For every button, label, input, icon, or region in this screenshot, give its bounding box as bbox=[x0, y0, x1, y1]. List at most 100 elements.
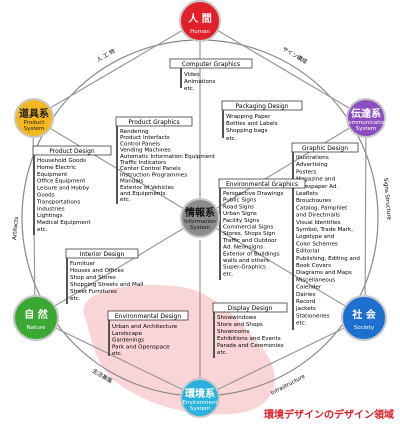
node-sublabel: System bbox=[356, 126, 377, 132]
list-item: and Directmails bbox=[296, 213, 340, 219]
ring-label-human-comm: サイン構成 bbox=[281, 45, 309, 66]
box-graphic-design: Graphic Design IllustrationsAdvertisingP… bbox=[291, 142, 360, 330]
list-item: Stores, Shops Sign bbox=[223, 231, 276, 237]
box-title: Graphic Design bbox=[302, 145, 348, 152]
list-item: etc. bbox=[296, 321, 307, 327]
list-item: Brouchoures bbox=[296, 198, 331, 204]
list-item: Visual Identities bbox=[296, 220, 341, 226]
box-title: Display Design bbox=[228, 305, 273, 312]
list-item: Household Goods bbox=[37, 158, 86, 164]
list-item: Home Electric bbox=[37, 165, 76, 171]
list-item: Rendering bbox=[120, 129, 149, 135]
node-label: 自 然 bbox=[24, 308, 47, 321]
list-item: Animations bbox=[184, 79, 216, 85]
box-title: Product Design bbox=[49, 148, 95, 155]
list-item: Commercial Signs bbox=[223, 225, 273, 231]
list-item: Showwindows bbox=[217, 315, 256, 321]
node-sublabel: Human bbox=[190, 29, 210, 35]
list-item: Newspaper Ad. bbox=[296, 184, 338, 190]
list-item: Industries bbox=[37, 206, 65, 212]
list-item: Dairies bbox=[296, 292, 316, 298]
list-item: Shop and Stores bbox=[70, 275, 116, 281]
node-sublabel: Communication bbox=[344, 120, 388, 126]
node-information-system: 情報系 Information System bbox=[180, 198, 220, 238]
list-item: etc. bbox=[217, 350, 228, 356]
list-item: and Equipments bbox=[120, 191, 166, 197]
node-label: 伝達系 bbox=[351, 107, 381, 120]
node-environment-system: 環境系 Environment System bbox=[180, 378, 220, 418]
list-item: etc. bbox=[226, 136, 237, 142]
list-item: Shopping Streets and Mall bbox=[70, 282, 144, 288]
list-item: Furnituer bbox=[70, 261, 96, 267]
list-item: Office Equipment bbox=[37, 179, 86, 185]
box-title: Packaging Design bbox=[235, 103, 288, 110]
ring-label-human-product: 人 工 物 bbox=[95, 47, 117, 64]
node-sublabel: Information bbox=[184, 219, 216, 225]
list-item: etc. bbox=[37, 227, 48, 233]
list-item: Medical Equipment bbox=[37, 220, 91, 226]
node-label: 人 間 bbox=[188, 12, 211, 25]
node-human: 人 間 Human bbox=[179, 0, 221, 42]
list-item: Gardenings bbox=[112, 338, 144, 344]
node-sublabel: Product bbox=[24, 120, 46, 126]
node-sublabel: Nature bbox=[27, 325, 46, 331]
list-item: Landscape bbox=[112, 331, 143, 337]
ring-label-env-society: Infrastructure bbox=[270, 374, 307, 397]
box-computer-graphics: Computer Graphics Video Animations etc. bbox=[169, 58, 253, 92]
list-item: Illustrations bbox=[296, 155, 329, 161]
list-item: Equipment bbox=[37, 172, 68, 178]
list-item: Exterior of Vehicles bbox=[120, 185, 174, 191]
list-item: Jackets bbox=[295, 306, 316, 312]
list-item: Super-Graphics bbox=[223, 265, 266, 271]
list-item: Record bbox=[296, 299, 316, 305]
node-sublabel: Environment bbox=[182, 400, 218, 406]
list-item: Public Signs bbox=[223, 198, 257, 204]
box-title: Interior Design bbox=[80, 251, 125, 258]
node-label: 情報系 bbox=[185, 206, 215, 219]
list-item: Vending Machines bbox=[120, 148, 171, 154]
box-environmental-design: Environmental Design Urban and Architect… bbox=[107, 310, 189, 357]
list-item: etc. bbox=[184, 86, 195, 92]
list-item: Exhibitions and Events bbox=[217, 336, 281, 342]
list-item: Traffic and Outdoor bbox=[222, 238, 277, 244]
list-item: Magazine and bbox=[296, 177, 335, 183]
list-item: Urban Signs bbox=[223, 211, 257, 217]
footer-caption: 環境デザインのデザイン領域 bbox=[264, 408, 394, 421]
node-label: 社 会 bbox=[351, 308, 375, 321]
box-title: Product Graphics bbox=[128, 119, 179, 126]
list-item: Exterior of Buildings bbox=[223, 251, 280, 257]
node-label: 環境系 bbox=[185, 387, 215, 400]
list-item: Video bbox=[184, 72, 200, 78]
list-item: Stationeries bbox=[296, 313, 330, 319]
node-nature: 自 然 Nature bbox=[13, 295, 59, 341]
box-title: Environmental Design bbox=[115, 313, 181, 320]
ring-label-product-nature: Artifacts bbox=[12, 217, 20, 241]
list-item: Bottles and Labels bbox=[226, 121, 278, 127]
node-sublabel: System bbox=[190, 406, 211, 412]
list-item: Traffic Indicators bbox=[119, 160, 166, 166]
node-society: 社 会 Society bbox=[341, 295, 387, 341]
list-item: Product Interfacts bbox=[120, 135, 170, 141]
list-item: Publishing, Editing and bbox=[296, 256, 360, 262]
list-item: Color Schemes bbox=[296, 241, 338, 247]
list-item: Showrooms bbox=[217, 329, 250, 335]
node-sublabel: System bbox=[190, 225, 211, 231]
list-item: Catalog, Pamphlet bbox=[296, 205, 348, 211]
list-item: walls and others bbox=[223, 258, 269, 264]
list-item: Wrapping Paper bbox=[226, 114, 271, 120]
list-item: Ad. Neonsigns bbox=[223, 245, 263, 251]
node-sublabel: Society bbox=[354, 325, 375, 331]
list-item: Advertising bbox=[296, 162, 328, 168]
list-item: etc. bbox=[70, 296, 81, 302]
list-item: etc. bbox=[112, 351, 123, 357]
box-title: Environmental Graphics bbox=[226, 181, 298, 188]
list-item: etc. bbox=[120, 197, 131, 203]
list-item: Transportations bbox=[36, 199, 80, 205]
list-item: Automatic Information Equipment bbox=[120, 154, 216, 160]
list-item: Instruction Programmes bbox=[120, 172, 187, 178]
list-item: Street Furnitures bbox=[70, 289, 117, 295]
